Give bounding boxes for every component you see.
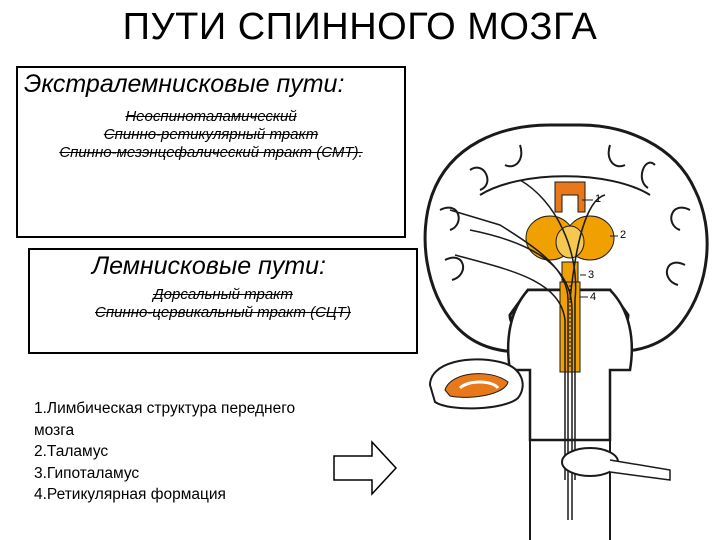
legend-item: 3.Гипоталамус [34, 464, 140, 482]
legend: 1.Лимбическая структура переднего мозга … [34, 398, 295, 506]
lemniscal-heading: Лемнисковые пути: [92, 252, 326, 280]
extralemniscal-box: Экстралемнисковые пути: Неоспиноталамиче… [16, 66, 406, 238]
lemniscal-box: Лемнисковые пути: Дорсальный тракт Спинн… [28, 248, 418, 354]
diagram-label-1: 1 [595, 193, 601, 205]
extralemniscal-heading: Экстралемнисковые пути: [24, 70, 345, 98]
legend-item: 2.Таламус [34, 443, 109, 460]
legend-item: 1.Лимбическая структура переднего [34, 400, 296, 417]
legend-item: мозга [34, 421, 75, 439]
sagittal-inset [428, 358, 524, 410]
tract-dorsal: Дорсальный тракт [153, 286, 293, 303]
right-arrow-icon [333, 440, 398, 496]
legend-item: 4.Ретикулярная формация [34, 486, 226, 503]
limbic-structure [554, 181, 586, 213]
slide-title: ПУТИ СПИННОГО МОЗГА [122, 6, 598, 48]
tract-spinoreticular: Спинно-ретикулярный тракт [103, 126, 319, 143]
diagram-label-3: 3 [588, 269, 594, 281]
tract-neospinothalamic: Неоспиноталамический [125, 108, 297, 125]
diagram-label-4: 4 [590, 291, 596, 303]
tract-spinomesencephalic: Спинно-мезэнцефалический тракт (СМТ). [59, 144, 363, 161]
brain-diagram: 1 2 3 4 [423, 123, 709, 540]
spinal-cord-section [529, 440, 671, 540]
diagram-label-2: 2 [620, 229, 626, 241]
tract-spinocervical: Спинно-цервикальный тракт (СЦТ) [95, 304, 351, 321]
